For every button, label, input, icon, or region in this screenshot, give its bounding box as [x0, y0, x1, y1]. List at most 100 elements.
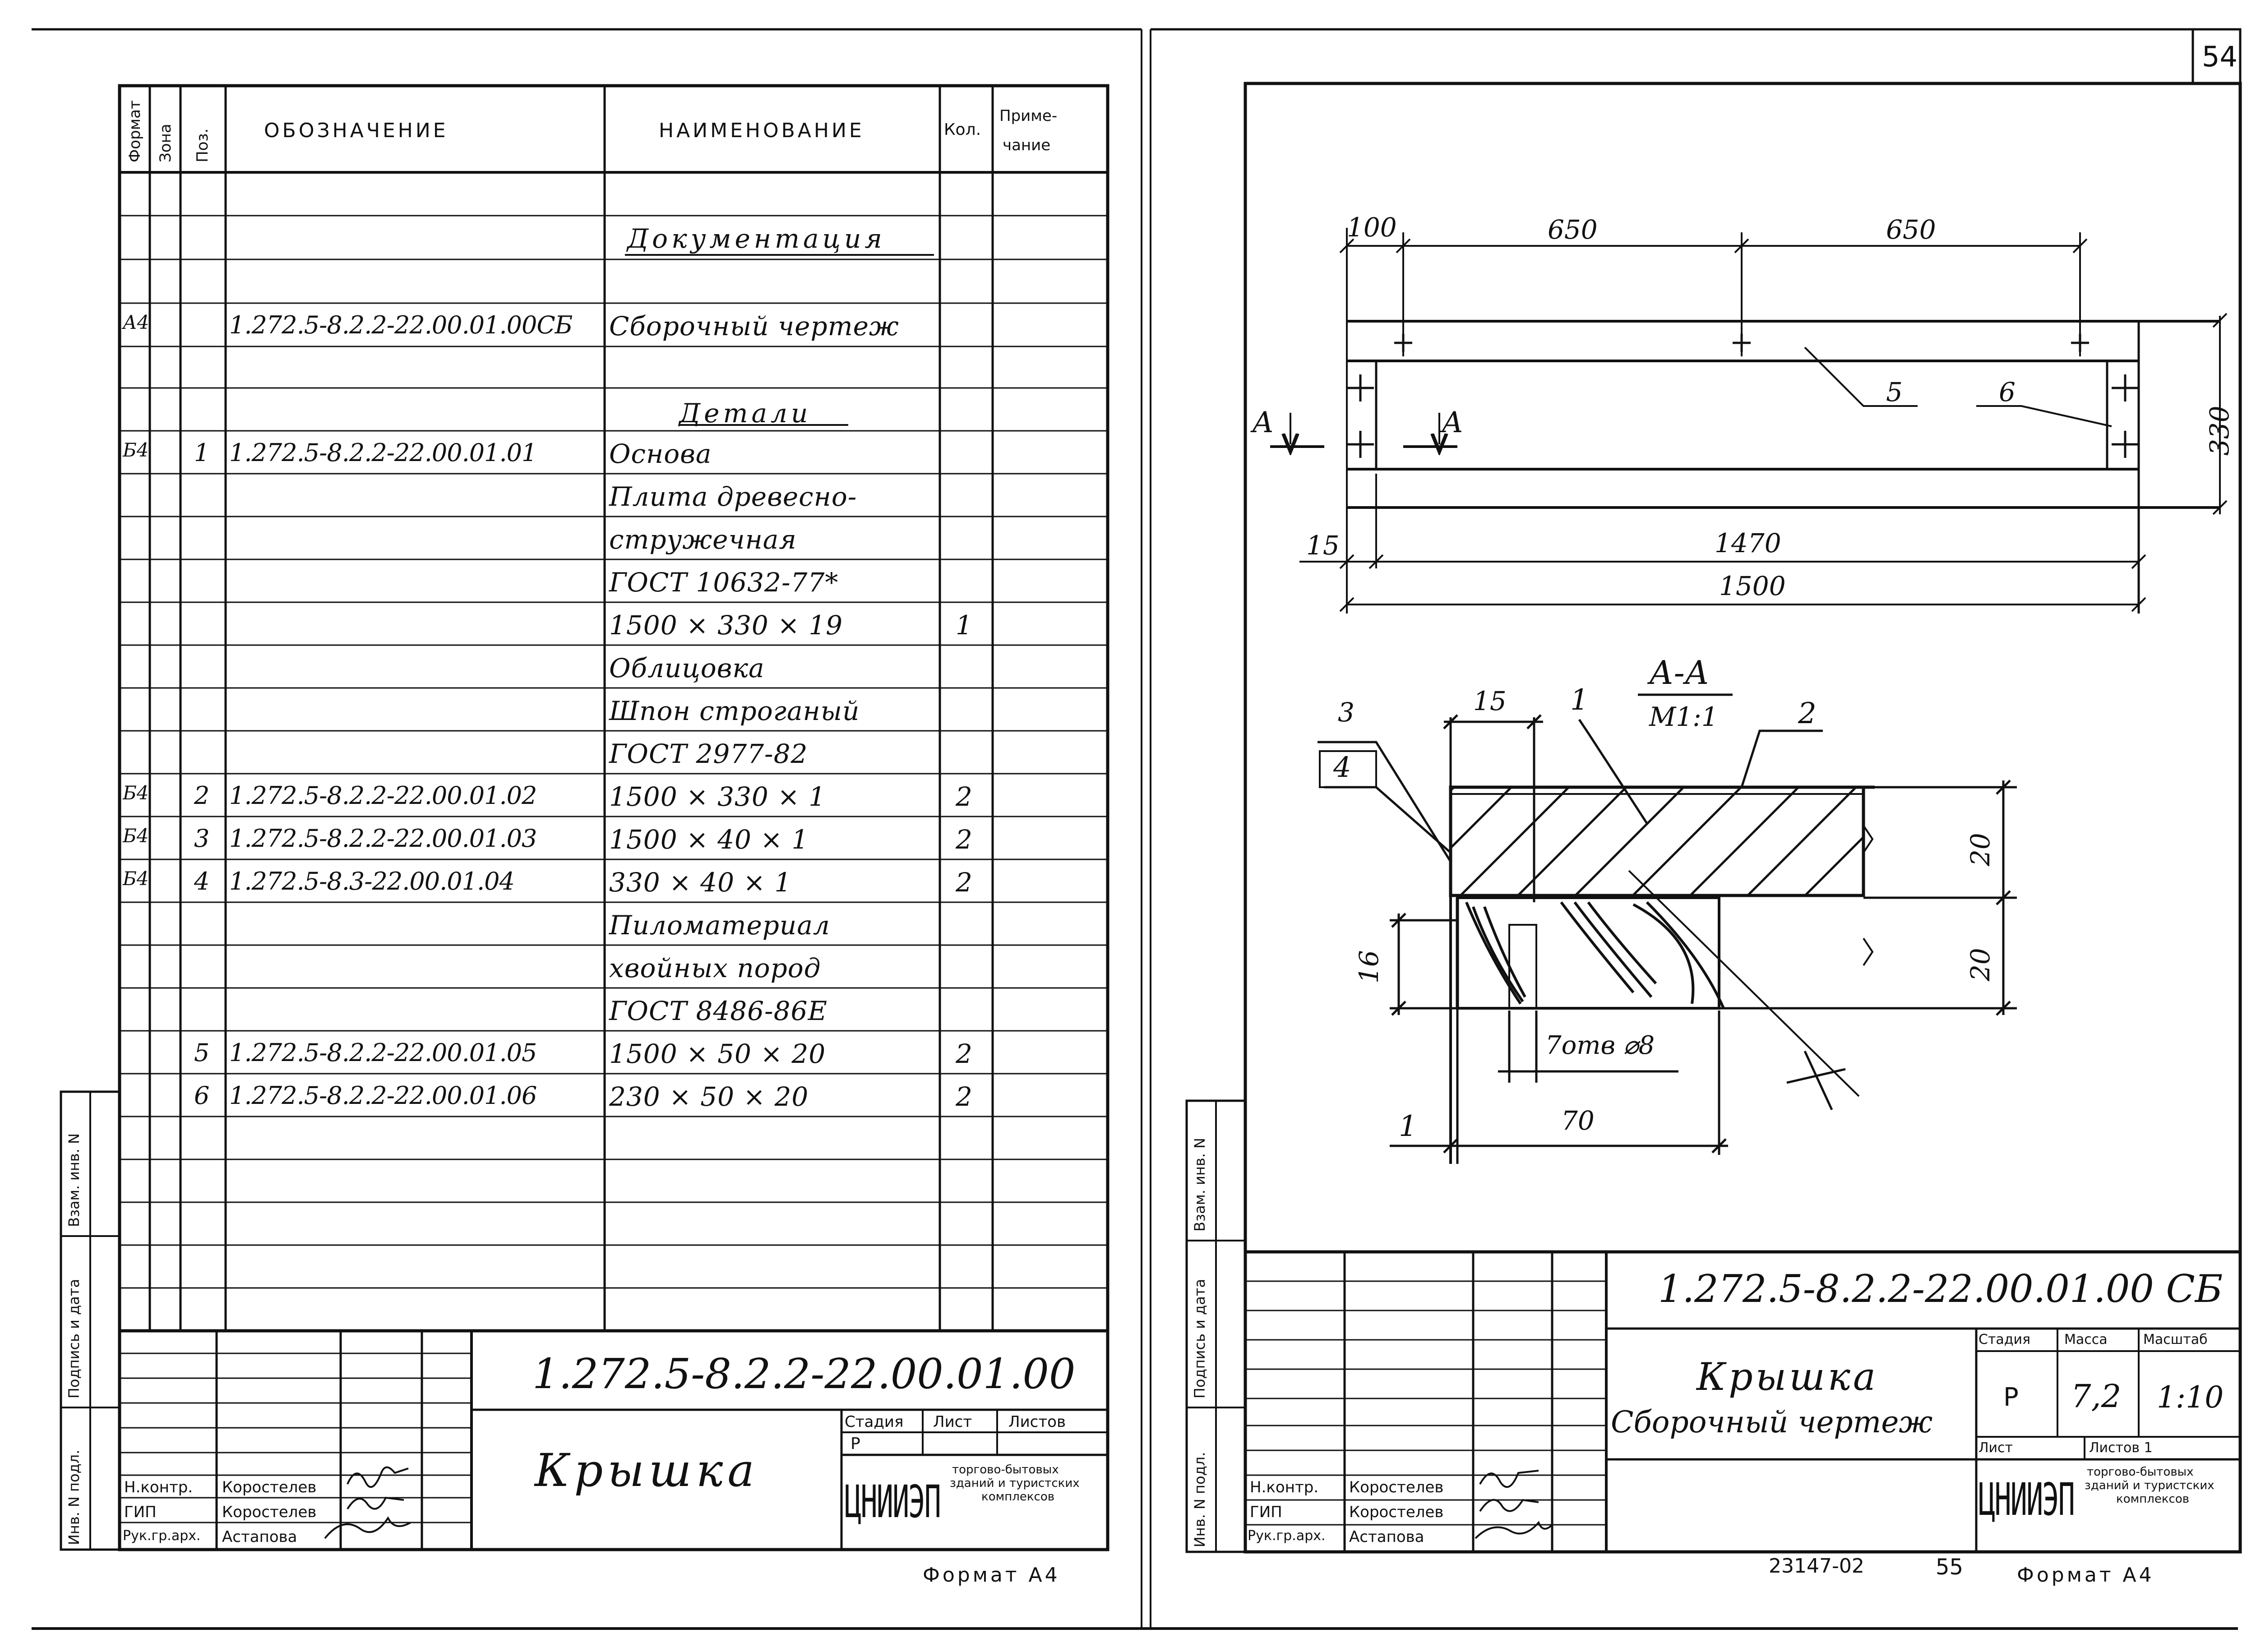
row-designation: 1.272.5-8.2.2-22.00.01.02 — [229, 781, 537, 810]
right-stage-value: Р — [2003, 1383, 2019, 1412]
row-name: Основа — [609, 438, 712, 469]
header-pos: Поз. — [194, 128, 212, 162]
row-format: Б4 — [123, 825, 149, 847]
right-title-code: 1.272.5-8.2.2-22.00.01.00 СБ — [1658, 1267, 2223, 1311]
section-dim-20-a: 20 — [1965, 833, 1996, 866]
row-name: 1500 × 330 × 1 — [609, 781, 826, 812]
right-sheet-label: Лист — [1979, 1440, 2013, 1456]
row-designation: 1.272.5-8.2.2-22.00.01.01 — [229, 438, 537, 467]
right-sheet-frame — [1185, 28, 2242, 1554]
row-designation: 1.272.5-8.2.2-22.00.01.06 — [229, 1081, 537, 1110]
left-org-logo: ЦНИИЭП — [845, 1475, 941, 1528]
right-title-2: Сборочный чертеж — [1611, 1405, 1933, 1440]
dim-1500: 1500 — [1719, 571, 1786, 601]
right-org-name-1: торгово-бытовых — [2087, 1465, 2194, 1479]
section-leader-2: 2 — [1798, 697, 1817, 730]
section-dim-70: 70 — [1561, 1105, 1595, 1136]
left-role-0: Н.контр. — [124, 1478, 193, 1496]
left-format-label: Формат А4 — [923, 1564, 1060, 1587]
page-number: 54 — [2202, 40, 2238, 73]
left-name-0: Коростелев — [222, 1478, 317, 1496]
dim-650-a: 650 — [1548, 214, 1598, 245]
left-stage-value: Р — [851, 1435, 860, 1453]
section-leader-1-bottom: 1 — [1399, 1110, 1417, 1143]
left-role-2: Рук.гр.арх. — [123, 1528, 201, 1544]
section-mark-left: А — [1252, 406, 1274, 439]
row-qty: 2 — [956, 1038, 972, 1069]
right-org-logo: ЦНИИЭП — [1979, 1473, 2075, 1526]
row-qty: 2 — [956, 824, 972, 855]
row-qty: 2 — [956, 781, 972, 812]
right-stage-label: Стадия — [1979, 1332, 2031, 1347]
row-designation: 1.272.5-8.3-22.00.01.04 — [229, 867, 515, 895]
plan-view — [1270, 228, 2228, 614]
right-sheets-label: Листов 1 — [2089, 1440, 2153, 1456]
left-title-code: 1.272.5-8.2.2-22.00.01.00 — [532, 1350, 1076, 1398]
left-role-1: ГИП — [124, 1503, 157, 1521]
row-designation: 1.272.5-8.2.2-22.00.01.00СБ — [229, 311, 573, 339]
section-leader-4: 4 — [1333, 751, 1351, 784]
section-dim-15: 15 — [1473, 686, 1507, 716]
header-format: Формат — [126, 100, 144, 162]
left-title-name: Крышка — [535, 1444, 759, 1497]
dim-1470: 1470 — [1715, 528, 1781, 558]
left-org-name-1: торгово-бытовых — [952, 1463, 1059, 1477]
page-no-55: 55 — [1936, 1555, 1964, 1580]
right-role-0: Н.контр. — [1250, 1478, 1319, 1496]
header-name: НАИМЕНОВАНИЕ — [659, 119, 864, 142]
right-role-2: Рук.гр.арх. — [1248, 1528, 1326, 1544]
row-designation: 1.272.5-8.2.2-22.00.01.03 — [229, 824, 537, 853]
dim-330: 330 — [2204, 406, 2235, 456]
section-scale: М1:1 — [1649, 701, 1718, 732]
row-designation: 1.272.5-8.2.2-22.00.01.05 — [229, 1038, 537, 1067]
left-org-name-3: комплексов — [981, 1490, 1055, 1504]
right-name-1: Коростелев — [1349, 1503, 1444, 1521]
row-format: Б4 — [123, 439, 149, 461]
left-sheet-frame — [60, 84, 1110, 1551]
section-dim-16: 16 — [1354, 950, 1384, 983]
row-name: Облицовка — [609, 653, 765, 683]
side-label-podpis: Подпись и дата — [65, 1278, 83, 1398]
row-pos: 1 — [194, 438, 210, 467]
left-stage-label: Стадия — [845, 1413, 904, 1431]
right-format-label: Формат А4 — [2017, 1564, 2154, 1587]
row-pos: 3 — [194, 824, 210, 853]
header-qty: Кол. — [944, 120, 981, 139]
row-pos: 6 — [194, 1081, 210, 1110]
left-org-name-2: зданий и туристских — [950, 1477, 1080, 1490]
row-name: стружечная — [609, 524, 797, 555]
right-scale-value: 1:10 — [2157, 1380, 2224, 1415]
row-name: 230 × 50 × 20 — [609, 1081, 809, 1112]
right-title-1: Крышка — [1697, 1355, 1879, 1399]
section-view — [1318, 693, 2017, 1164]
row-name: хвойных пород — [609, 953, 821, 983]
section-leader-1-top: 1 — [1570, 683, 1589, 717]
row-format: Б4 — [123, 868, 149, 890]
row-pos: 4 — [194, 867, 210, 895]
header-designation: ОБОЗНАЧЕНИЕ — [264, 119, 448, 142]
right-org-name-2: зданий и туристских — [2085, 1479, 2214, 1492]
row-format: А4 — [123, 311, 149, 333]
right-side-label-inv: Инв. N подл. — [1191, 1452, 1208, 1547]
row-name: 1500 × 40 × 1 — [609, 824, 809, 855]
row-qty: 1 — [956, 610, 972, 641]
archive-number: 23147-02 — [1769, 1555, 1864, 1578]
row-name: Сборочный чертеж — [609, 311, 899, 341]
right-side-label-vzam: Взам. инв. N — [1191, 1138, 1208, 1232]
row-name: Детали — [679, 398, 812, 429]
row-name: 330 × 40 × 1 — [609, 867, 792, 898]
left-name-2: Астапова — [222, 1528, 297, 1546]
section-dim-20-b: 20 — [1965, 948, 1996, 981]
right-name-2: Астапова — [1349, 1528, 1424, 1546]
row-name: ГОСТ 8486-86Е — [609, 996, 828, 1026]
left-name-1: Коростелев — [222, 1503, 317, 1521]
header-zone: Зона — [157, 124, 175, 162]
left-sheets-label: Листов — [1008, 1413, 1066, 1431]
dim-650-b: 650 — [1886, 214, 1936, 245]
right-mass-value: 7,2 — [2071, 1378, 2122, 1415]
dim-100: 100 — [1347, 212, 1397, 243]
right-scale-label: Масштаб — [2143, 1332, 2208, 1347]
side-label-inv: Инв. N подл. — [65, 1449, 83, 1545]
row-pos: 5 — [194, 1038, 210, 1067]
